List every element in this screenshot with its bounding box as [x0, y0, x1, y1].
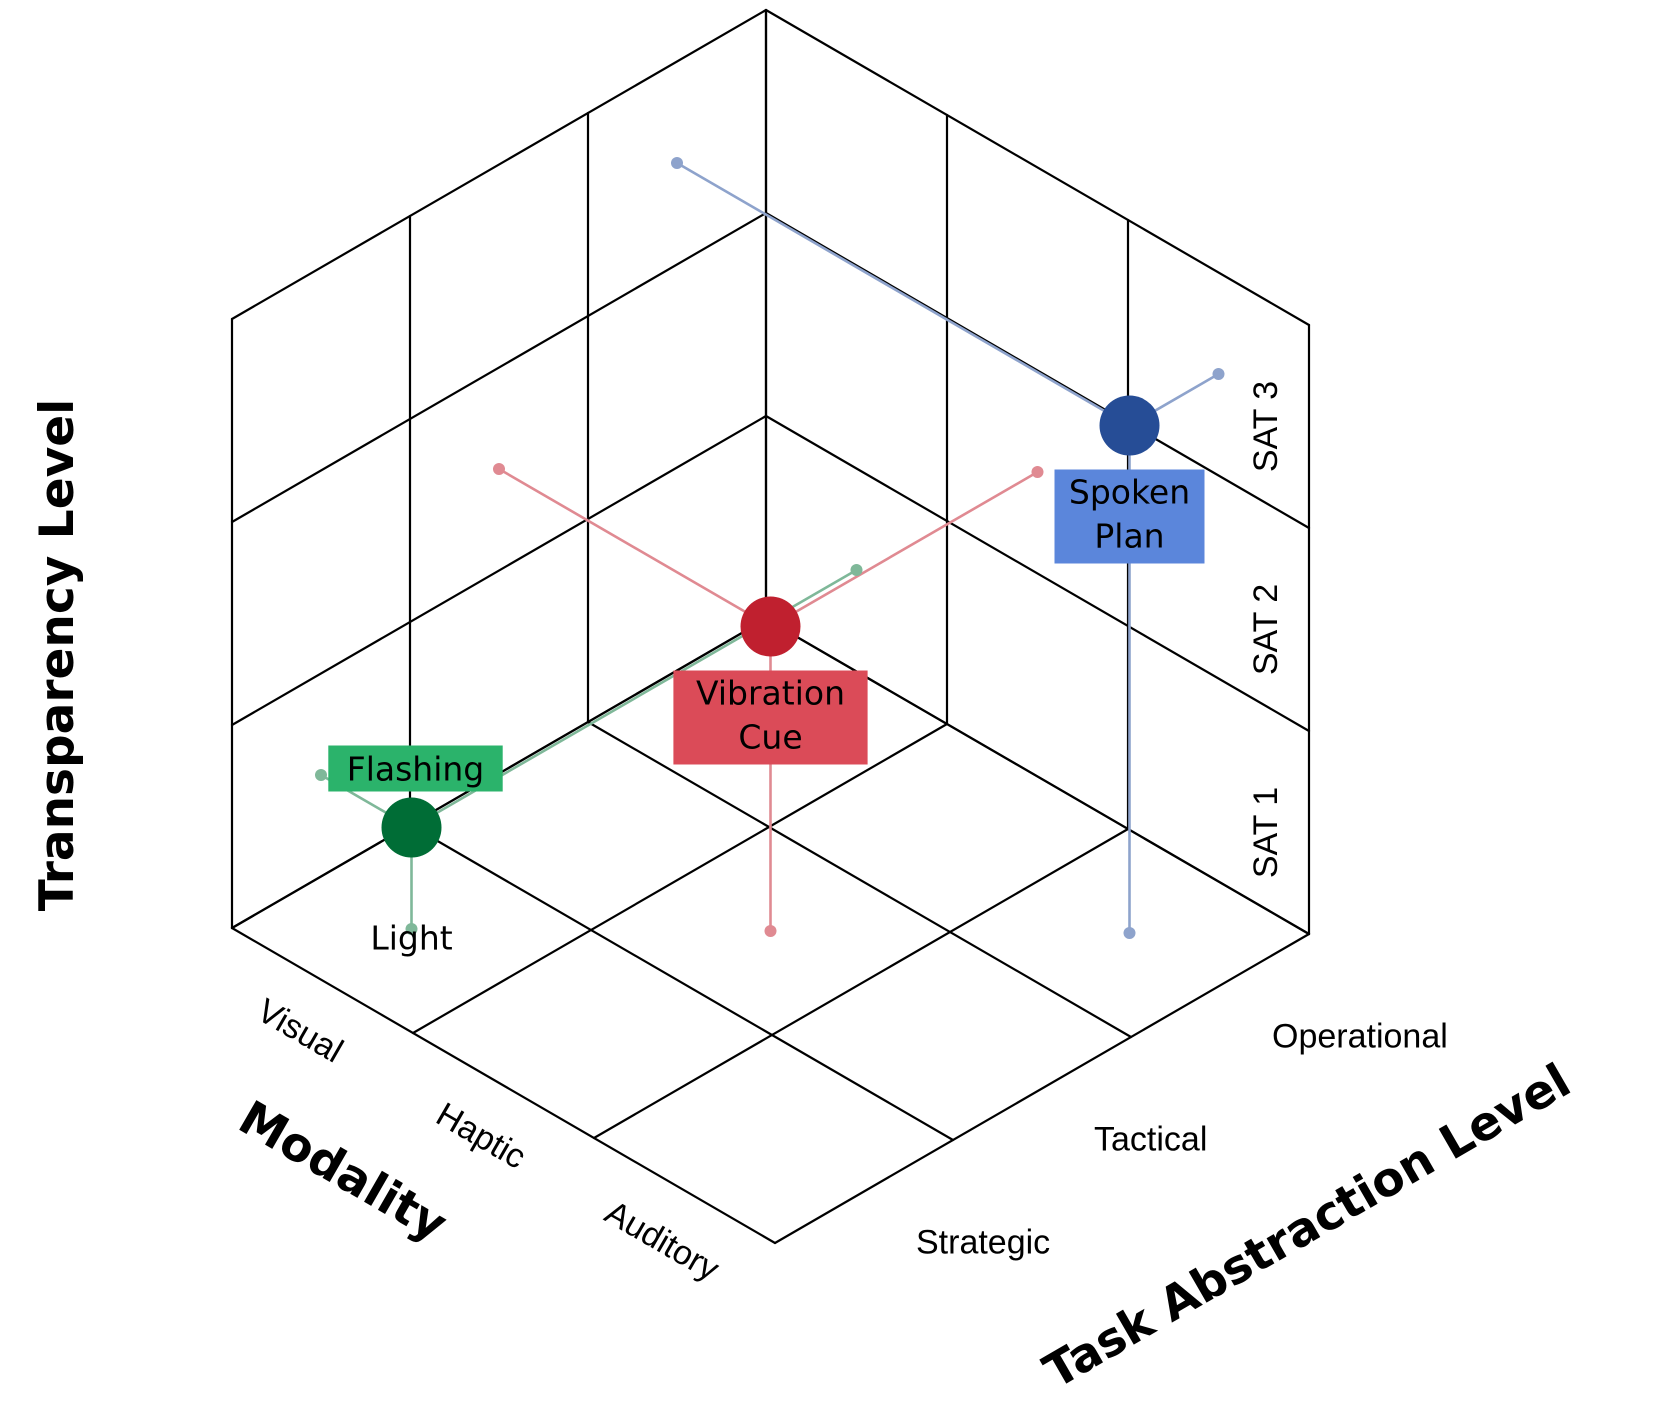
projection-line — [769, 470, 1039, 628]
x-tick-label: Haptic — [430, 1095, 532, 1176]
point-label-text: Spoken — [1069, 473, 1190, 512]
x-tick-label: Auditory — [598, 1193, 725, 1288]
z-tick-label: SAT 1 — [1247, 787, 1285, 878]
right-wall-grid-line — [230, 211, 768, 524]
floor-grid-line — [586, 720, 1133, 1039]
grid-lines — [230, 8, 1311, 1245]
point-label-box — [673, 670, 868, 765]
x-axis-title: Modality — [230, 1090, 456, 1253]
projection-end-dot — [764, 925, 777, 937]
floor-grid-line — [230, 926, 777, 1245]
left-wall-grid-line — [764, 211, 1311, 530]
y-tick-label: Strategic — [916, 1224, 1050, 1262]
point-label-text: Vibration — [696, 674, 845, 713]
projection-end-dot — [1212, 368, 1225, 380]
data-point-marker — [740, 596, 801, 657]
left-wall-grid-line — [764, 414, 1311, 733]
projection-end-dot — [1031, 466, 1044, 478]
z-tick-label: SAT 3 — [1247, 381, 1285, 472]
projection-end-dot — [315, 769, 327, 781]
x-tick-label: Visual — [251, 992, 350, 1071]
point-label-text: Cue — [738, 718, 802, 757]
z-axis-title: Transparency Level — [30, 399, 85, 911]
y-tick-label: Operational — [1272, 1018, 1448, 1056]
y-axis-title: Task Abstraction Level — [1035, 1053, 1580, 1399]
left-wall-grid-line — [764, 8, 1311, 327]
z-tick-label: SAT 2 — [1247, 584, 1285, 675]
data-point-marker — [1099, 395, 1160, 456]
floor-grid-line — [592, 827, 1130, 1140]
projection-line — [497, 467, 772, 628]
point-label-text: Flashing — [347, 750, 485, 789]
tick-labels: SAT 1 SAT 2 SAT 3 Auditory Haptic VisualStrat… — [251, 381, 1448, 1289]
y-tick-label: Tactical — [1094, 1121, 1207, 1159]
point-label-box — [328, 745, 503, 792]
floor-grid-line — [773, 932, 1311, 1245]
point-label-text: Plan — [1094, 517, 1164, 556]
projection-end-dot — [493, 463, 505, 475]
projection-line — [675, 161, 1131, 427]
floor-grid-line — [408, 823, 955, 1142]
projection-end-dot — [850, 564, 863, 576]
right-wall-grid-line — [230, 414, 768, 727]
floor-grid-line — [764, 617, 1311, 936]
point-label-box — [1054, 469, 1205, 564]
projection-end-dot — [405, 923, 418, 935]
data-points — [381, 395, 1160, 858]
projection-end-dot — [1123, 927, 1136, 939]
data-point-marker — [381, 797, 442, 858]
projection-end-dot — [671, 157, 683, 169]
right-wall-grid-line — [230, 8, 768, 321]
floor-grid-line — [411, 722, 949, 1035]
point-label-text: Light — [370, 919, 452, 958]
